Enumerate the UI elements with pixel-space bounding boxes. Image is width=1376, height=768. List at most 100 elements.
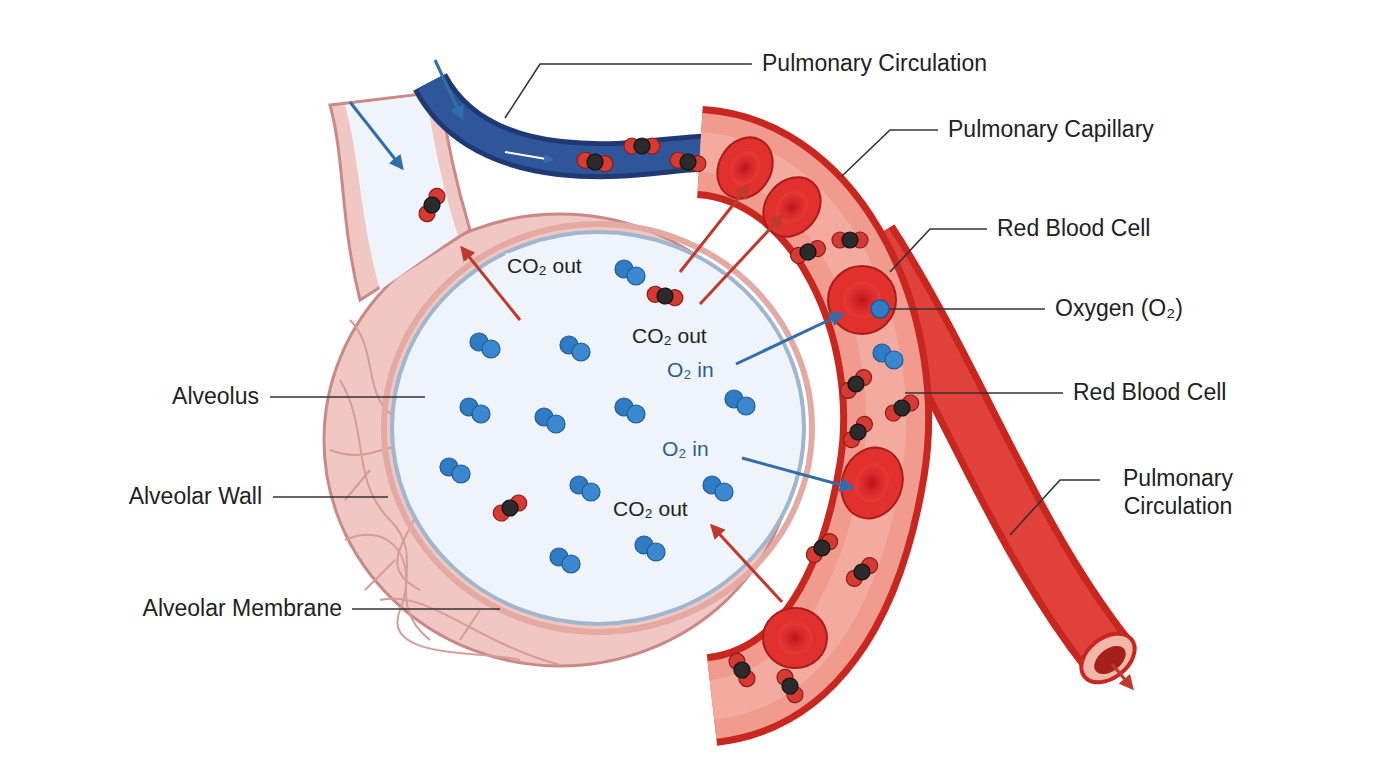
co2-molecule xyxy=(726,650,758,689)
oxygen-molecule xyxy=(535,408,565,433)
cell-body xyxy=(763,608,827,668)
oxygen-molecule xyxy=(725,390,755,415)
cell-body xyxy=(831,439,912,527)
carbon-atom xyxy=(798,242,819,263)
vessel-opening xyxy=(1072,624,1144,692)
oxygen-atom xyxy=(452,465,470,483)
part-label: Alveolar Membrane xyxy=(143,595,342,623)
gas-label: CO₂ out xyxy=(630,323,709,348)
oxygen-molecule xyxy=(470,333,500,358)
gas-label: CO₂ out xyxy=(611,496,690,521)
carbon-atom xyxy=(731,659,753,681)
leader-line xyxy=(890,229,987,272)
air-arrow xyxy=(350,102,402,168)
co2-molecule xyxy=(882,392,921,424)
cell-center xyxy=(777,622,812,655)
carbon-atom xyxy=(586,153,605,172)
leader-lines xyxy=(270,64,1100,609)
co2-molecule xyxy=(669,151,707,173)
gas-label: O₂ in xyxy=(660,436,711,461)
oxygen-molecule xyxy=(871,300,889,318)
co2-arrow xyxy=(700,216,782,304)
co2-molecule xyxy=(774,666,806,705)
leader-line xyxy=(905,392,1063,394)
leader-line xyxy=(884,308,1045,310)
oxygen-molecule xyxy=(550,548,580,573)
oxygen-atom xyxy=(572,343,590,361)
oxygen-molecule xyxy=(615,260,645,285)
co2-molecule xyxy=(803,530,841,565)
alveolar-membrane xyxy=(384,224,812,632)
oxygen-molecule xyxy=(635,536,665,561)
flow-arrow xyxy=(1112,664,1132,688)
pulmonary-capillary xyxy=(700,152,886,700)
leader-line xyxy=(352,608,500,610)
oxygen-molecule xyxy=(440,458,470,483)
carbon-atom xyxy=(811,537,834,560)
oxygen-atom xyxy=(715,483,733,501)
co2-molecule xyxy=(843,554,881,589)
pulmonary-capillary xyxy=(700,152,886,700)
molecules xyxy=(416,138,922,706)
oxygen-molecule xyxy=(460,398,490,423)
oxygen-atom xyxy=(482,340,500,358)
oxygen-atom xyxy=(582,483,600,501)
o2-arrow xyxy=(736,314,842,364)
flow-arrow xyxy=(505,152,552,160)
cell-body xyxy=(828,266,896,334)
co2-arrow xyxy=(680,186,748,272)
carbon-atom xyxy=(421,194,443,216)
oxygen-atom xyxy=(737,397,755,415)
co2-molecule xyxy=(832,232,868,248)
oxygen-atom xyxy=(647,543,665,561)
carbon-atom xyxy=(891,397,913,419)
co2-arrow xyxy=(712,526,782,602)
part-label: Pulmonary Circulation xyxy=(762,50,987,78)
co2-molecule xyxy=(624,138,660,154)
carbon-atom xyxy=(679,153,698,172)
part-label: Oxygen (O₂) xyxy=(1055,295,1183,323)
part-label: Pulmonary Capillary xyxy=(948,116,1154,144)
part-label: Red Blood Cell xyxy=(1073,379,1226,407)
red-blood-cell xyxy=(831,439,912,527)
carbon-atom xyxy=(842,232,858,248)
leader-line xyxy=(270,396,425,398)
oxygen-atom xyxy=(472,405,490,423)
gas-label: O₂ in xyxy=(665,357,716,382)
carbon-atom xyxy=(847,421,870,444)
part-label: Alveolar Wall xyxy=(129,483,262,511)
co2-molecule xyxy=(490,492,529,524)
leader-line xyxy=(1010,480,1100,535)
co2-molecule xyxy=(646,285,684,307)
co2-molecule xyxy=(840,413,875,451)
red-blood-cell xyxy=(763,608,827,668)
oxygen-atom xyxy=(627,405,645,423)
carbon-atom xyxy=(845,373,868,396)
oxygen-atom xyxy=(627,267,645,285)
co2-molecule xyxy=(576,151,614,173)
co2-molecule xyxy=(788,238,827,265)
red-blood-cells xyxy=(706,127,912,668)
carbon-atom xyxy=(656,287,675,306)
carbon-atom xyxy=(634,138,650,154)
leader-line xyxy=(505,64,752,118)
oxygen-atom xyxy=(885,351,903,369)
cell-center xyxy=(850,459,895,507)
flow-arrow xyxy=(435,60,462,118)
vessel-lumen xyxy=(1089,640,1131,680)
co2-molecule xyxy=(416,185,448,224)
carbon-atom xyxy=(851,561,874,584)
capillary-lumen xyxy=(700,152,886,700)
oxygen-atom xyxy=(547,415,565,433)
carbon-atom xyxy=(499,497,521,519)
gas-label: CO₂ out xyxy=(505,253,584,278)
pulmonary-vessel xyxy=(430,82,730,160)
carbon-atom xyxy=(779,675,801,697)
co2-molecule xyxy=(837,366,875,401)
part-label: Red Blood Cell xyxy=(997,215,1150,243)
part-label: Alveolus xyxy=(172,383,259,411)
leader-line xyxy=(842,130,938,176)
part-label: Pulmonary Circulation xyxy=(1108,465,1248,520)
oxygen-molecule xyxy=(560,336,590,361)
